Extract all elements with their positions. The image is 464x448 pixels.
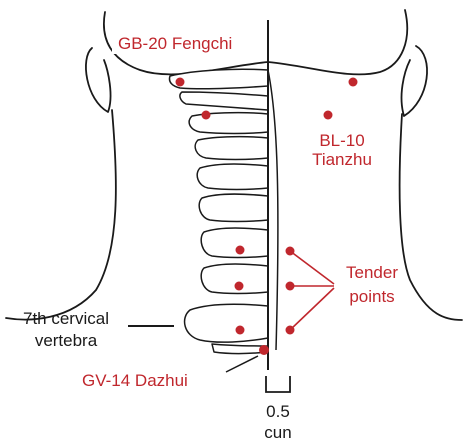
vertebra-c3: [195, 137, 268, 160]
spine-right-edge: [268, 70, 278, 350]
right-neck-shoulder: [400, 114, 462, 320]
vertebra-c6: [201, 228, 268, 258]
right-ear: [402, 46, 428, 116]
gb20-right-point: [349, 78, 358, 87]
atlas: [169, 69, 268, 89]
gv14-point: [259, 345, 269, 355]
bl10-right-point: [324, 111, 333, 120]
bl10-label-line2: Tianzhu: [312, 150, 372, 169]
vertebra-c7: [185, 304, 268, 342]
vertebra-c2: [189, 113, 268, 134]
c7-label-line1: 7th cervical: [23, 309, 109, 328]
axis-process: [180, 92, 268, 110]
tender-left-point-3: [236, 326, 245, 335]
gb20-label: GB-20 Fengchi: [118, 34, 232, 53]
c7-label-line2: vertebra: [35, 331, 98, 350]
tender-right-point-2: [286, 282, 295, 291]
vertebra-c4: [197, 164, 268, 190]
tender-right-point-1: [286, 247, 295, 256]
tender-leader-lines: [290, 251, 334, 330]
bl10-label-line1: BL-10: [319, 131, 364, 150]
gv14-leader-line: [226, 356, 258, 372]
scale-bracket: [266, 376, 290, 392]
gb20-left-point: [176, 78, 185, 87]
tender-points-label-line2: points: [349, 287, 394, 306]
tender-left-point-1: [236, 246, 245, 255]
tender-points-label-line1: Tender: [346, 263, 398, 282]
tender-right-point-3: [286, 326, 295, 335]
scale-unit-label: cun: [264, 423, 291, 442]
tender-left-point-2: [235, 282, 244, 291]
bl10-left-point: [202, 111, 211, 120]
cervical-spine: [169, 69, 277, 353]
scale-value-label: 0.5: [266, 402, 290, 421]
vertebra-c6b: [201, 264, 268, 294]
gv14-label: GV-14 Dazhui: [82, 371, 188, 390]
left-neck-shoulder: [6, 110, 116, 320]
left-ear: [86, 48, 111, 112]
vertebra-c5: [199, 194, 268, 222]
